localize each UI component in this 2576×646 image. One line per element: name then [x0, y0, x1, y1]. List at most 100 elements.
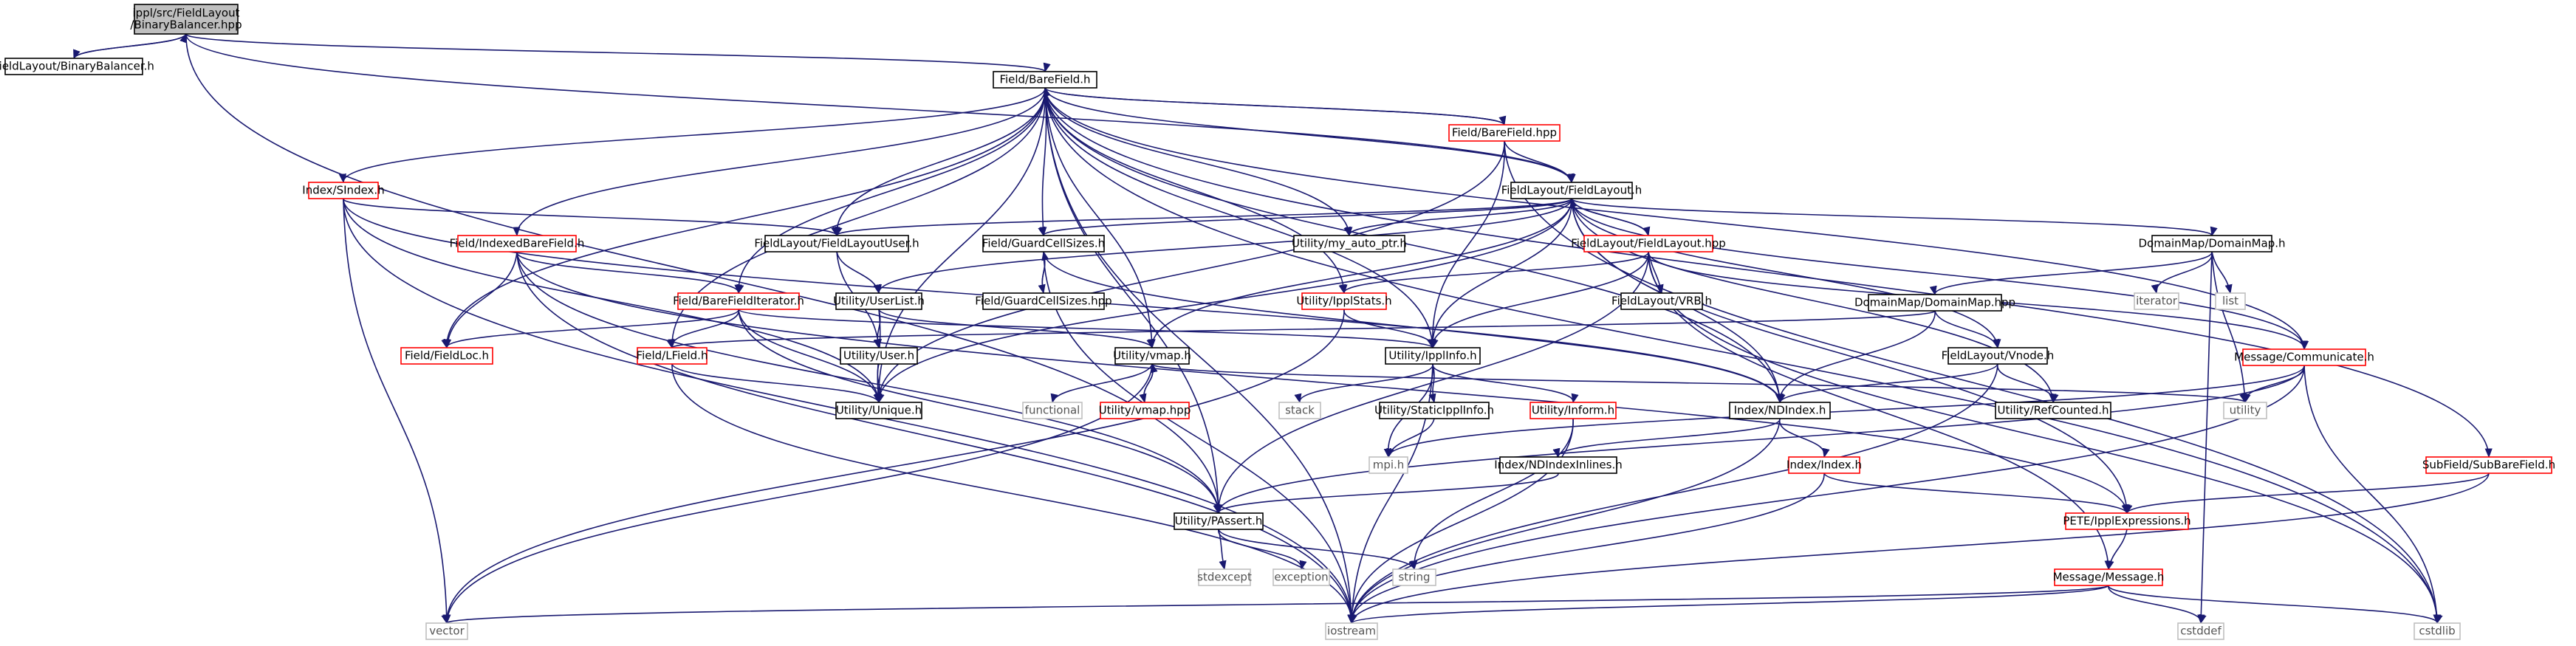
node-label: SubField/SubBareField.h [2422, 458, 2555, 472]
node-subfield-subbarefield-h[interactable]: SubField/SubBareField.hSubField/SubBareF… [2422, 456, 2555, 474]
include-edge-ipplstats-to-vector [442, 309, 1345, 625]
node-label: Utility/StaticIpplInfo.h [1374, 404, 1494, 417]
include-edge-passert-to-exception [1218, 529, 1307, 571]
node-label: DomainMap/DomainMap.hpp [1854, 296, 2015, 309]
node-box [637, 347, 708, 365]
node-box [1100, 402, 1190, 419]
include-edge-user-to-unique [877, 363, 885, 404]
node-box [2065, 512, 2189, 530]
node-label: Message/Message.h [2053, 571, 2165, 584]
node-field-indexedbarefield-h[interactable]: Field/IndexedBareField.hField/IndexedBar… [450, 235, 585, 252]
node-label: FieldLayout/VRB.h [1611, 295, 1712, 308]
include-edge-bfi-to-lfield [666, 309, 739, 349]
node-domainmap-domainmap-hpp[interactable]: DomainMap/DomainMap.hppDomainMap/DomainM… [1854, 294, 2015, 312]
node-fieldlayout-fieldlayoutuser-h[interactable]: FieldLayout/FieldLayoutUser.hFieldLayout… [754, 235, 919, 252]
node-box [2134, 292, 2179, 310]
include-edge-bf-to-subf [1044, 87, 2493, 458]
include-edge-bf-to-flu [832, 87, 1046, 237]
node-utility-vmap-hpp[interactable]: Utility/vmap.hppUtility/vmap.hpp [1099, 402, 1191, 419]
node-label: functional [1025, 404, 1080, 417]
node-label: stack [1285, 404, 1315, 417]
node-box [1530, 402, 1617, 419]
include-edge-vnode-to-refc [1997, 363, 2059, 404]
node-iostream: iostreamiostream [1325, 622, 1378, 640]
include-edge-ibf-to-floc [443, 251, 518, 349]
node-field-guardcellsizes-hpp[interactable]: Field/GuardCellSizes.hppField/GuardCellS… [975, 292, 1112, 310]
node-label: Field/IndexedBareField.h [450, 237, 585, 250]
node-list: listlist [2215, 292, 2246, 310]
node-box [1379, 402, 1490, 419]
include-edge-sindex-to-flu [343, 198, 843, 237]
node-field-guardcellsizes-h[interactable]: Field/GuardCellSizes.hField/GuardCellSiz… [982, 235, 1105, 252]
node-label: Utility/IpplStats.h [1296, 295, 1391, 308]
node-pete-ipplexpressions-h[interactable]: PETE/IpplExpressions.hPETE/IpplExpressio… [2063, 512, 2191, 530]
node-label: Index/NDIndexInlines.h [1494, 458, 1623, 472]
node-label: Field/LField.h [637, 349, 708, 362]
node-label: mpi.h [1373, 458, 1405, 472]
node-box [2177, 622, 2224, 640]
include-edge-bf-to-flh [1044, 87, 1575, 184]
include-edge-ipplinfo-to-stack [1294, 363, 1433, 404]
node-box [1868, 294, 2002, 312]
include-edge-flhpp-to-cstdlib [1648, 251, 2442, 625]
node-box [308, 182, 379, 199]
include-edge-dm-to-cstddef [2197, 251, 2213, 625]
node-utility-my-auto-ptr-h[interactable]: Utility/my_auto_ptr.hUtility/my_auto_ptr… [1292, 235, 1407, 252]
node-box [993, 71, 1097, 89]
include-edge-vnode-to-ndindex [1778, 363, 1998, 404]
include-edge-ibf-to-pete [516, 251, 2131, 515]
node-box [1293, 235, 1405, 252]
include-edge-lfield-to-unique [671, 363, 881, 404]
node-box [2215, 292, 2246, 310]
node-label: Field/GuardCellSizes.h [982, 237, 1105, 250]
include-edge-bf-to-ibf [513, 87, 1046, 237]
node-box [4, 58, 143, 75]
include-edge-bf-to-myauto [1044, 87, 1353, 237]
include-edge-sii-to-mpi [1386, 418, 1435, 458]
include-edge-flhpp-to-flh [1569, 197, 1649, 236]
node-field-barefielditerator-h[interactable]: Field/BareFieldIterator.hField/BareField… [673, 292, 804, 310]
node-index-ndindexinlines-h[interactable]: Index/NDIndexInlines.hIndex/NDIndexInlin… [1494, 456, 1623, 474]
node-fieldlayout-fieldlayout-hpp[interactable]: FieldLayout/FieldLayout.hppFieldLayout/F… [1571, 235, 1726, 252]
include-edge-ul-to-vmap [878, 309, 1154, 349]
include-edge-dmhpp-to-vnode [1934, 310, 2000, 349]
include-edge-ndindex-to-indexh [1779, 418, 1830, 458]
node-message-communicate-h[interactable]: Message/Communicate.hMessage/Communicate… [2234, 348, 2374, 366]
node-box [425, 622, 468, 640]
include-edge-comm-to-passert [1214, 365, 2305, 515]
include-edge-bfi-to-passert [738, 309, 1222, 515]
include-edge-indexh-to-iostream [1347, 473, 1825, 625]
node-utility-staticipplinfo-h[interactable]: Utility/StaticIpplInfo.hUtility/StaticIp… [1374, 402, 1494, 419]
include-edge-src-to-bf [185, 33, 1051, 73]
include-edge-gcs-to-ndindex [1043, 251, 1784, 404]
node-box [1272, 568, 1330, 586]
node-fieldlayout-binarybalancer-h[interactable]: FieldLayout/BinaryBalancer.hFieldLayout/… [0, 58, 154, 75]
include-edge-src-to-flh [185, 33, 1576, 184]
include-edge-dm-to-iterator [2151, 251, 2213, 295]
include-edge-bf-to-ipplinfo [1044, 87, 1436, 349]
node-domainmap-domainmap-h[interactable]: DomainMap/DomainMap.hDomainMap/DomainMap… [2138, 235, 2286, 252]
node-fieldlayout-fieldlayout-h[interactable]: FieldLayout/FieldLayout.hFieldLayout/Fie… [1501, 182, 1642, 199]
include-edge-dm-to-dmhpp [1929, 251, 2213, 296]
node-box [1114, 347, 1190, 365]
include-edge-bf-to-cstdlib [1044, 87, 2441, 625]
